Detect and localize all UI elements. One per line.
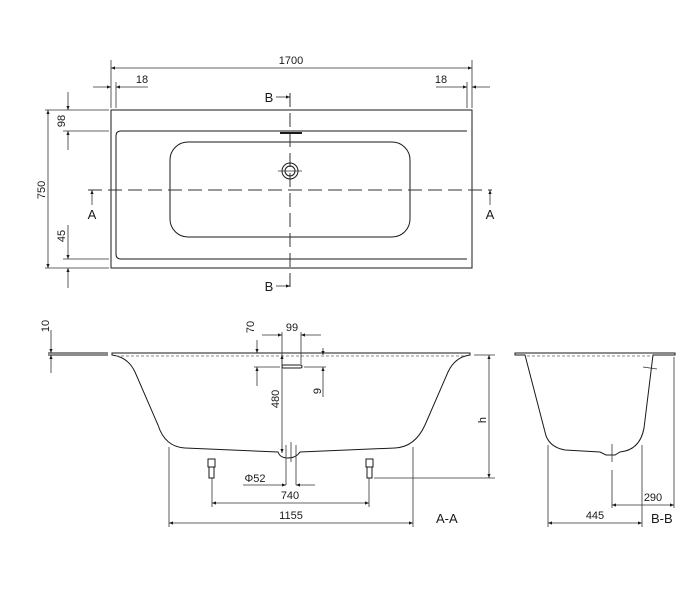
dim-rim-front: 45 <box>56 230 68 242</box>
dim-base-length: 1155 <box>279 510 303 522</box>
dim-overflow-height: 9 <box>312 388 324 394</box>
foot-icon <box>365 458 374 479</box>
section-mark-b-top: B <box>265 90 274 105</box>
section-mark-a-left: A <box>88 207 97 222</box>
section-label-b-b: B-B <box>651 511 673 526</box>
tub-outline <box>110 109 473 269</box>
dim-overall-length: 1700 <box>279 55 303 67</box>
drain-icon <box>278 162 302 180</box>
section-mark-a-right: A <box>486 207 495 222</box>
dim-rim-thickness: 10 <box>40 320 52 332</box>
foot-icon <box>207 458 216 479</box>
tub-profile-b <box>514 352 676 456</box>
dim-base-width: 445 <box>586 510 604 522</box>
dim-overflow-offset: 99 <box>286 322 298 334</box>
section-b-b: 290 445 B-B <box>514 352 676 527</box>
dim-rim-back: 98 <box>56 115 68 127</box>
dim-feet-spacing: 740 <box>281 490 299 502</box>
tub-profile <box>111 352 471 459</box>
overflow-slot <box>281 364 303 369</box>
dim-height: h <box>477 417 489 423</box>
dim-rim-left: 18 <box>136 74 148 86</box>
plan-view: 1700 18 18 750 98 45 A A B B <box>36 55 495 294</box>
section-label-a-a: A-A <box>436 511 458 526</box>
dim-drain-offset: 290 <box>644 492 662 504</box>
section-mark-b-bottom: B <box>265 279 274 294</box>
dim-rim-right: 18 <box>435 74 447 86</box>
dim-overflow-depth: 70 <box>245 321 257 333</box>
dim-depth: 480 <box>270 390 282 408</box>
rim-inner-line <box>115 130 467 260</box>
dim-overall-width: 750 <box>36 181 48 199</box>
dim-drain-diameter: Φ52 <box>244 473 265 485</box>
section-a-a: 10 70 99 9 480 h Φ52 740 1155 A-A <box>40 320 495 527</box>
